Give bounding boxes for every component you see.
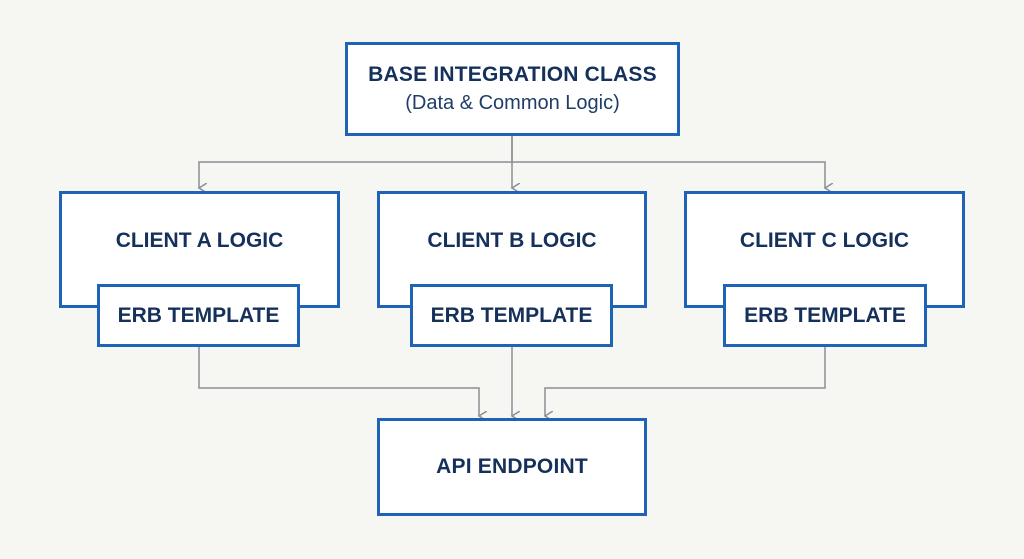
client-c-erb-template-label: ERB TEMPLATE xyxy=(744,303,906,327)
client-c-logic-label: CLIENT C LOGIC xyxy=(739,229,910,252)
client-a-erb-template-box: ERB TEMPLATE xyxy=(97,284,300,347)
connector-base-to-client-c xyxy=(512,161,825,188)
connector-template-a-to-endpoint xyxy=(198,347,479,416)
client-a-logic-label: CLIENT A LOGIC xyxy=(115,229,284,252)
api-endpoint-label: API ENDPOINT xyxy=(436,455,588,478)
client-a-erb-template-label: ERB TEMPLATE xyxy=(117,303,280,327)
api-endpoint-box: API ENDPOINT xyxy=(377,418,647,516)
client-b-erb-template-label: ERB TEMPLATE xyxy=(430,303,593,327)
base-integration-class-box: BASE INTEGRATION CLASS (Data & Common Lo… xyxy=(345,42,680,136)
connector-base-to-client-a xyxy=(199,136,513,188)
client-b-logic-label: CLIENT B LOGIC xyxy=(427,229,597,252)
base-integration-class-subtitle: (Data & Common Logic) xyxy=(405,92,620,114)
client-b-erb-template-box: ERB TEMPLATE xyxy=(410,284,613,347)
client-c-erb-template-box: ERB TEMPLATE xyxy=(723,284,927,347)
connector-template-c-to-endpoint xyxy=(545,347,826,416)
base-integration-class-title: BASE INTEGRATION CLASS xyxy=(368,63,657,86)
